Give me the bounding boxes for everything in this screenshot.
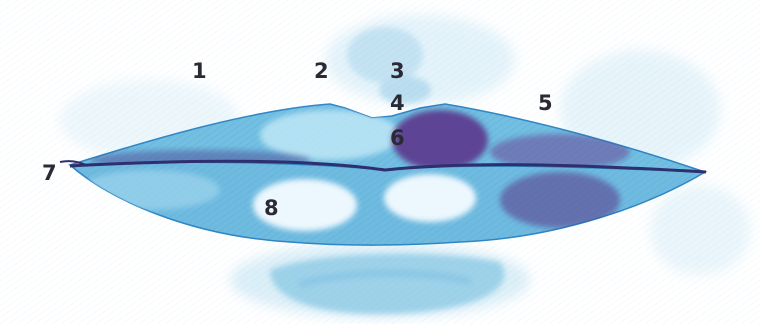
label-4: 4	[390, 91, 405, 115]
label-8: 8	[264, 196, 279, 220]
label-1: 1	[192, 59, 207, 83]
label-2: 2	[314, 59, 329, 83]
label-3: 3	[390, 59, 405, 83]
label-5: 5	[538, 91, 553, 115]
label-7: 7	[42, 161, 57, 185]
label-6: 6	[390, 126, 405, 150]
